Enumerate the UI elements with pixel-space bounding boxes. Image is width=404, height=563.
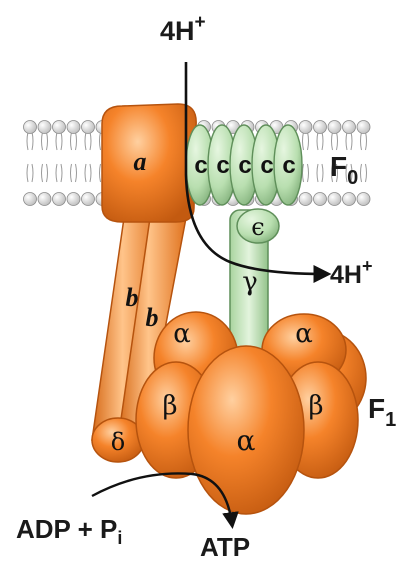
lipid-head [82, 121, 95, 134]
c-subunit-label: c [238, 152, 251, 179]
lipid-head [343, 121, 356, 134]
proton-out-label: 4H+ [330, 256, 372, 289]
product-label: ATP [200, 532, 250, 562]
lipid-head [314, 193, 327, 206]
subunit-b2-label: b [146, 303, 159, 332]
subunit-a-label: a [134, 147, 147, 176]
lipid-head [328, 121, 341, 134]
lipid-head [314, 121, 327, 134]
c-subunit-label: c [194, 152, 207, 179]
lipid-head [299, 193, 312, 206]
lipid-head [299, 121, 312, 134]
subunit-gamma-label: γ [242, 267, 258, 297]
c-subunit: c [274, 125, 302, 205]
f1-label: F1 [368, 393, 396, 431]
lipid-head [67, 193, 80, 206]
subunit-b1-label: b [126, 283, 139, 312]
reactant-label: ADP + Pi [16, 514, 122, 548]
subunit-delta-label: δ [111, 428, 125, 456]
lipid-head [53, 121, 66, 134]
beta-left-label: β [162, 391, 177, 421]
alpha-center-label: α [237, 424, 256, 457]
a-subunit [102, 104, 196, 222]
c-subunit-label: c [260, 152, 273, 179]
lipid-head [67, 121, 80, 134]
lipid-head [343, 193, 356, 206]
subunit-epsilon-label: ϵ [251, 213, 264, 241]
beta-right-label: β [308, 391, 323, 421]
c-subunit-label: c [282, 152, 295, 179]
lipid-head [328, 193, 341, 206]
alpha-right-label: α [295, 319, 313, 349]
lipid-head [357, 121, 370, 134]
c-subunit-label: c [216, 152, 229, 179]
lipid-head [24, 193, 37, 206]
lipid-head [38, 193, 51, 206]
lipid-head [357, 193, 370, 206]
lipid-head [82, 193, 95, 206]
lipid-head [53, 193, 66, 206]
proton-in-label: 4H+ [160, 12, 206, 46]
lipid-head [24, 121, 37, 134]
alpha-left-label: α [173, 319, 191, 349]
lipid-head [38, 121, 51, 134]
